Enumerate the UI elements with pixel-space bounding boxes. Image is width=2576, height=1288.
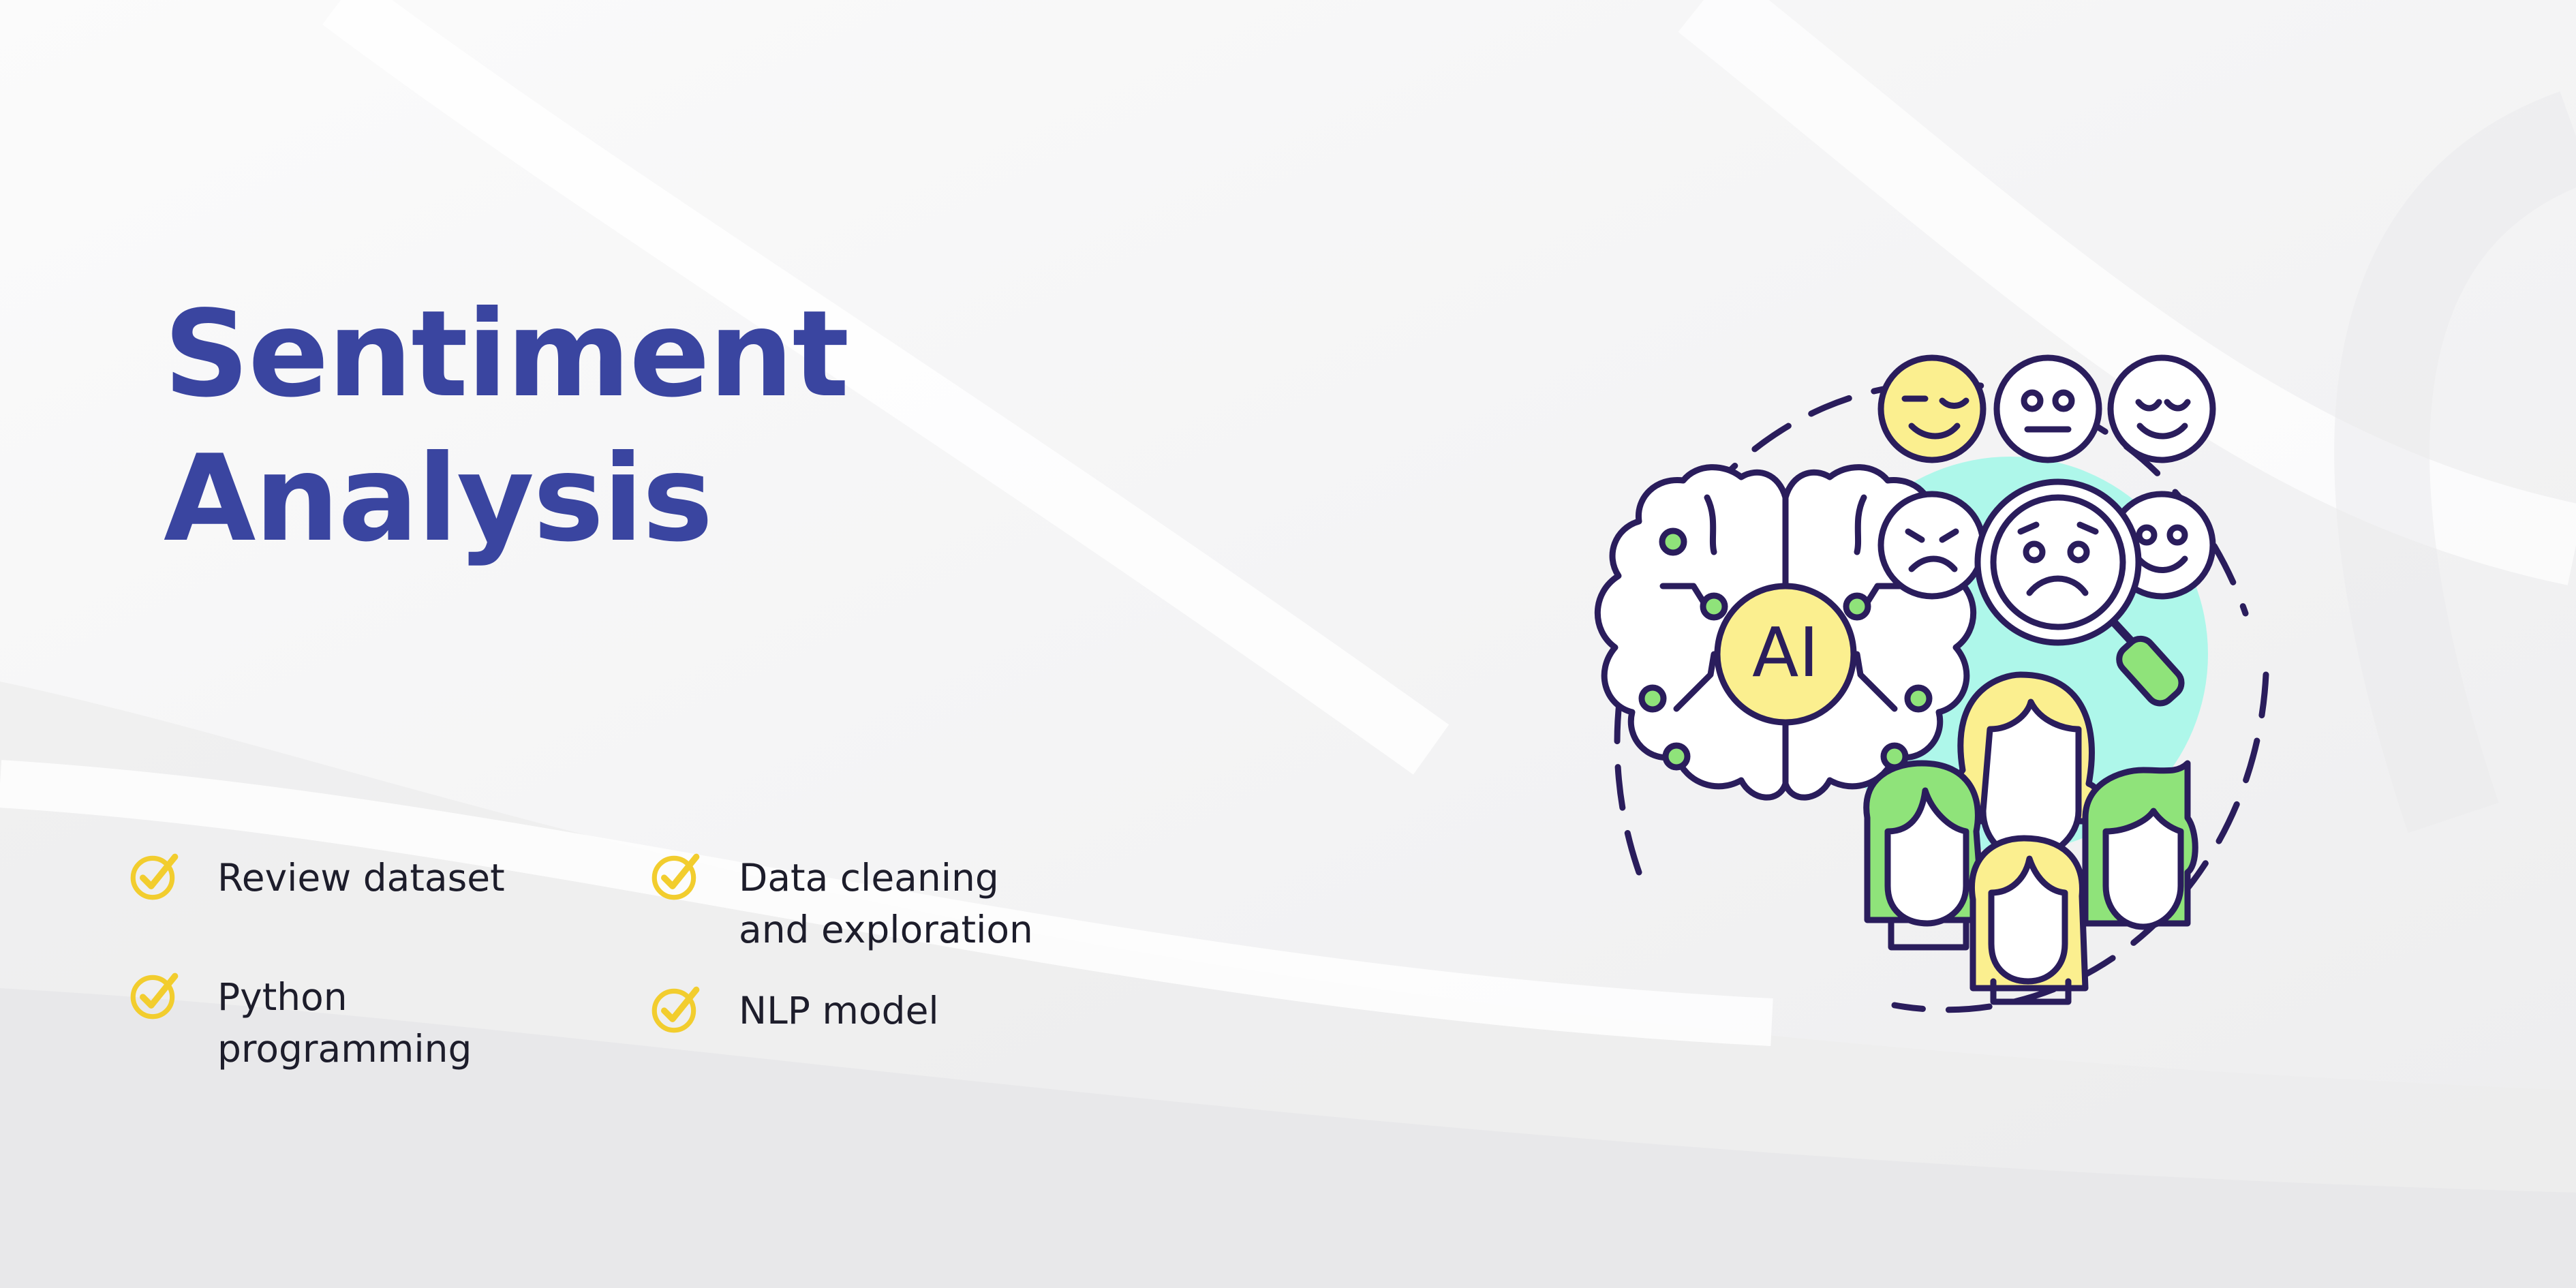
emoji-sad-icon bbox=[1877, 491, 1987, 600]
dashed-ring bbox=[1614, 380, 2249, 876]
feature-label: NLP model bbox=[739, 989, 939, 1032]
magnifier-icon bbox=[1974, 478, 2185, 707]
ai-badge-label: AI bbox=[1752, 613, 1819, 692]
emoji-happy-yellow-icon bbox=[1877, 354, 1987, 463]
check-circle-icon bbox=[130, 972, 179, 1019]
emoji-neutral-icon bbox=[1993, 354, 2102, 463]
feature-item-python-programming: Python programming bbox=[126, 968, 472, 1075]
sentiment-analysis-illustration: AI bbox=[1594, 354, 2269, 1013]
feature-item-data-cleaning: Data cleaning and exploration bbox=[647, 848, 1033, 955]
check-circle-icon bbox=[130, 853, 179, 900]
feature-label: Data cleaning and exploration bbox=[739, 856, 1033, 951]
feature-label: Review dataset bbox=[217, 856, 505, 900]
feature-item-review-dataset: Review dataset bbox=[126, 848, 505, 904]
title-line-1: Sentiment bbox=[164, 286, 849, 424]
feature-item-nlp-model: NLP model bbox=[647, 981, 939, 1037]
check-circle-icon bbox=[651, 986, 700, 1033]
title-line-2: Analysis bbox=[164, 430, 713, 568]
people-group-icon bbox=[1863, 671, 2198, 1005]
page-title: Sentiment Analysis bbox=[164, 283, 849, 572]
check-circle-icon bbox=[651, 853, 700, 900]
feature-label: Python programming bbox=[217, 975, 472, 1071]
ai-badge-circle bbox=[1714, 583, 1857, 726]
emoji-content-icon bbox=[2107, 354, 2216, 463]
